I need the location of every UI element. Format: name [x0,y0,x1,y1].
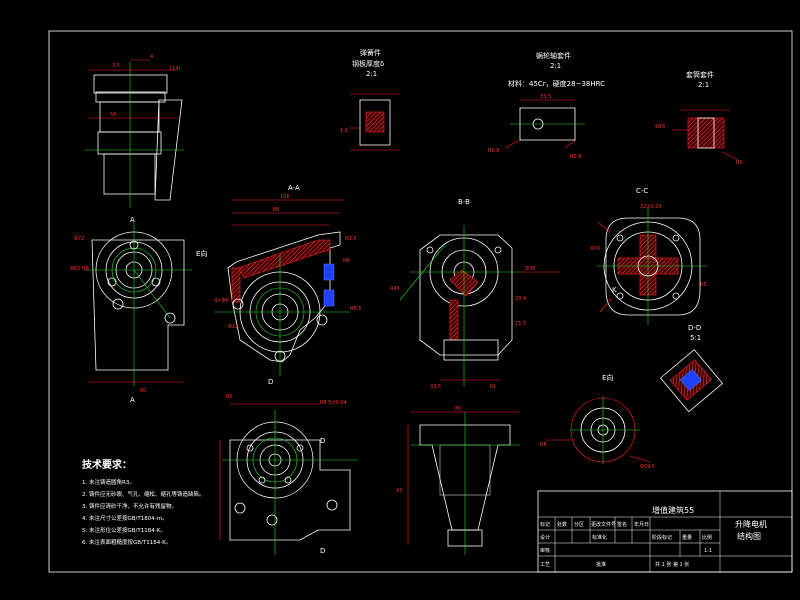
svg-text:Φ12: Φ12 [228,324,238,330]
row-count: 处数 [557,521,567,528]
cell-stage: 阶段标记 [652,534,672,541]
svg-text:15.5: 15.5 [515,321,526,327]
side-view-bottom-center: 80 43 [396,406,520,555]
svg-text:4×Φ6: 4×Φ6 [214,298,229,304]
svg-text:E向: E向 [196,249,207,258]
cell-weight: 重量 [682,534,692,541]
svg-text:3.5: 3.5 [112,63,120,69]
svg-text:Φ72: Φ72 [74,236,84,242]
requirements-title: 技术要求： [82,458,132,471]
svg-text:R3.5: R3.5 [345,236,356,242]
bushing-part-title: 套筒套件 [686,70,714,79]
svg-text:33.5: 33.5 [540,94,551,100]
view-d-bottom: D D R2 R8.5±0.04 [219,394,358,555]
requirement-2: 2. 铸件应无砂眼、气孔、缩松、缩孔等铸造缺陷。 [82,490,205,498]
spring-part-scale: 2:1 [366,70,377,78]
requirement-5: 5. 未注形位公差按GB/T1184-K。 [82,526,166,534]
section-dd-view: D-D 5:1 [659,324,724,413]
section-cc-view: C-C 32±0.03 Φ70 R5 K [590,187,708,325]
svg-text:R8.5: R8.5 [350,306,361,312]
svg-text:R8: R8 [343,258,350,264]
svg-text:61: 61 [490,384,496,390]
cell-scale: 比例 [702,534,712,541]
technical-requirements: 技术要求： 1. 未注铸造圆角R3。 2. 铸件应无砂眼、气孔、缩松、缩孔等铸造… [82,458,205,546]
svg-text:88: 88 [273,207,279,213]
svg-text:R0.8: R0.8 [488,148,499,154]
svg-text:20.4: 20.4 [515,296,526,302]
svg-text:80: 80 [455,406,461,412]
sleeve-part-title: 蜗轮轴套件 [536,51,571,60]
requirement-6: 6. 未注表面粗糙度按GB/T1184-K。 [82,538,171,546]
view-d-bottom-label: D [320,547,325,555]
view-a-circular: A A Φ72 Φ62 H8 80 [70,216,192,404]
row-sign: 签名 [617,521,627,528]
row-process: 工艺 [540,562,550,568]
sleeve-part-view: 蜗轮轴套件 2:1 材料：45Cr，硬度28~38HRC 33.5 R0.8 R… [488,51,605,160]
svg-text:R45: R45 [390,286,400,292]
row-standard: 标准化 [592,534,607,541]
svg-text:D: D [268,378,273,386]
svg-text:58: 58 [110,112,116,118]
svg-text:Φ59.5: Φ59.5 [640,464,655,470]
material-note: 材料：45Cr，硬度28~38HRC [508,79,605,88]
row-date: 年月日 [634,521,649,528]
spring-part-title: 弹簧件 [360,48,381,57]
requirement-1: 1. 未注铸造圆角R3。 [82,478,135,486]
view-e-title: E向 [602,373,613,382]
svg-text:43: 43 [396,488,402,494]
svg-text:106: 106 [280,194,290,200]
svg-text:33.5: 33.5 [430,384,441,390]
section-dd-title: D-D [688,324,701,332]
designer-name: 增值建筑55 [652,505,694,515]
svg-text:R8.5±0.04: R8.5±0.04 [320,400,347,406]
row-change-doc: 更改文件号 [591,521,616,528]
svg-text:Φ16: Φ16 [655,124,665,130]
spring-part-note: 钢板厚度δ [352,59,384,68]
requirement-4: 4. 未注尺寸公差按GB/T1804-m。 [82,514,168,522]
bushing-part-scale: 2:1 [698,81,709,89]
svg-text:Φ38: Φ38 [525,266,535,272]
row-design: 设计 [540,534,550,541]
svg-text:Φ70: Φ70 [590,246,600,252]
title-block: 增值建筑55 升降电机 结构图 1:1 共 1 张 第 1 张 标记 处数 分区… [537,490,793,573]
bushing-part-view: 套筒套件 2:1 Φ16 R6 [655,70,743,166]
svg-text:K: K [612,286,617,294]
scale-value: 1:1 [704,548,712,554]
side-view-top-left: 3.5 4 (13) 58 [84,54,184,208]
svg-text:Φ62 H8: Φ62 H8 [70,266,89,272]
section-aa-title: A-A [288,184,300,192]
section-bb-view: B-B Φ38 R45 20.4 15.5 33.5 61 [390,198,560,390]
section-cc-title: C-C [636,187,648,195]
svg-text:R2: R2 [226,394,233,400]
svg-text:80: 80 [140,388,146,394]
view-e: E向 R8 Φ59.5 [540,373,655,470]
view-a-bottom-label: A [130,396,135,404]
requirement-3: 3. 铸件应清砂干净，不允许有残留物。 [82,502,177,510]
row-approve: 批准 [596,561,606,568]
svg-text:R5: R5 [700,282,707,288]
section-dd-scale: 5:1 [690,334,701,342]
view-a-top-label: A [130,216,135,224]
spring-part-view: 弹簧件 钢板厚度δ 2:1 1.6 [340,48,400,151]
svg-text:(13): (13) [170,66,180,72]
section-bb-title: B-B [458,198,470,206]
product-name: 升降电机 [735,519,767,529]
svg-text:R8: R8 [540,442,547,448]
sleeve-part-scale: 2:1 [550,62,561,70]
drawing-frame [48,30,793,573]
row-zone: 分区 [574,521,584,528]
row-mark: 标记 [540,521,550,528]
svg-text:1.6: 1.6 [340,128,348,134]
section-aa-view: A-A 106 88 R3.5 R8 4×Φ6 Φ12 R8.5 D E向 [196,184,361,386]
svg-text:R0.8: R0.8 [570,154,581,160]
svg-text:32±0.03: 32±0.03 [640,204,662,210]
svg-text:4: 4 [150,54,153,60]
view-d-top-label: D [320,437,325,445]
row-review: 审核 [540,547,550,554]
svg-text:R6: R6 [736,160,743,166]
sheet-count: 共 1 张 第 1 张 [655,561,689,568]
drawing-name: 结构图 [737,531,761,541]
